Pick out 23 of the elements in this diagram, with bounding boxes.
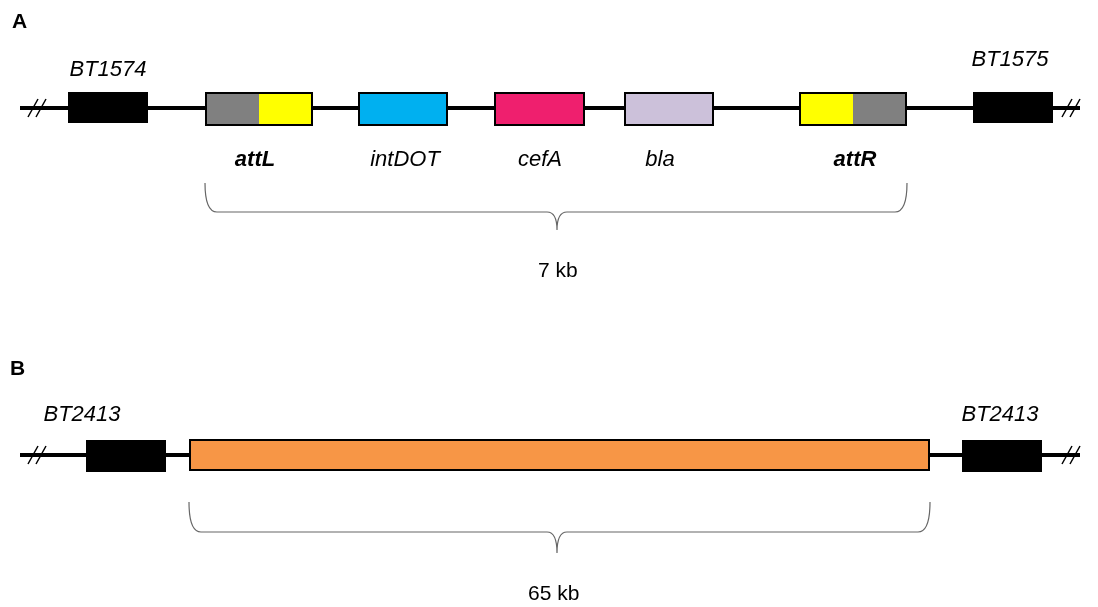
- gene-box: [624, 92, 714, 126]
- panel-label: A: [12, 8, 28, 34]
- gene-label: attL: [234, 146, 276, 172]
- gene-label: bla: [645, 146, 675, 172]
- att-site-box: [205, 92, 313, 126]
- gene-label: attR: [833, 146, 877, 172]
- gene-label: BT2413: [961, 401, 1039, 427]
- gene-label: BT1574: [69, 56, 147, 82]
- gene-label: BT1575: [971, 46, 1049, 72]
- panel-label: B: [10, 355, 26, 381]
- insert-region-box: [189, 439, 930, 471]
- size-label: 65 kb: [528, 580, 580, 606]
- gene-box: [973, 92, 1053, 123]
- gene-box: [68, 92, 148, 123]
- gene-label: cefA: [518, 146, 562, 172]
- gene-box: [86, 440, 166, 472]
- size-label: 7 kb: [538, 257, 578, 283]
- gene-box: [962, 440, 1042, 472]
- gene-label: intDOT: [370, 146, 440, 172]
- gene-label: BT2413: [43, 401, 121, 427]
- gene-box: [358, 92, 448, 126]
- gene-box: [494, 92, 585, 126]
- att-site-box: [799, 92, 907, 126]
